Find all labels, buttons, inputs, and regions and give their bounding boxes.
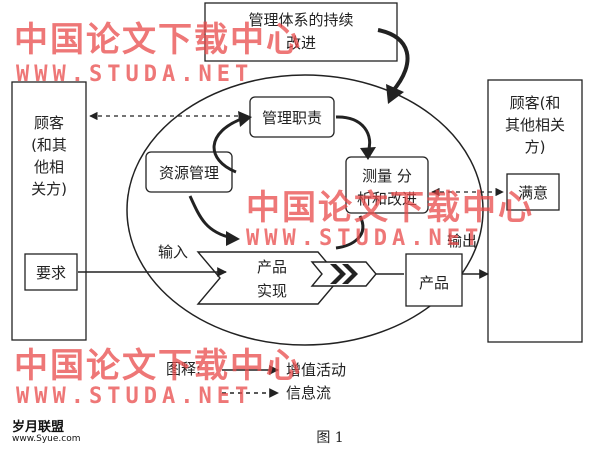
watermark-cn-top: 中国论文下载中心 bbox=[14, 20, 302, 60]
satisfaction-label: 满意 bbox=[518, 184, 548, 202]
product-realization-line1: 产品 bbox=[257, 258, 287, 276]
resource-mgmt-label: 资源管理 bbox=[159, 164, 219, 182]
product-realization-line2: 实现 bbox=[257, 282, 287, 300]
legend-title: 图释: bbox=[166, 360, 201, 378]
product-label: 产品 bbox=[419, 274, 449, 292]
measurement-line2: 析和改进 bbox=[357, 190, 417, 208]
satisfaction-box bbox=[506, 173, 560, 211]
customer-left-line2: (和其 bbox=[31, 136, 67, 154]
watermark-url-middle: WWW.STUDA.NET bbox=[246, 226, 484, 251]
continual-improvement-box bbox=[204, 2, 398, 62]
customer-left-line4: 关方) bbox=[31, 180, 67, 198]
customer-left-line1: 顾客 bbox=[34, 114, 64, 132]
watermark-footer-url: www.Syue.com bbox=[12, 434, 81, 444]
legend-value-added-label: 增值活动 bbox=[286, 361, 346, 379]
customer-right-box bbox=[487, 79, 583, 343]
continual-improvement-line2: 改进 bbox=[286, 34, 316, 52]
mgmt-responsibility-label: 管理职责 bbox=[262, 109, 322, 127]
customer-right-line1: 顾客(和 bbox=[510, 94, 561, 112]
watermark-cn-middle: 中国论文下载中心 bbox=[246, 188, 534, 228]
continual-improvement-line1: 管理体系的持续 bbox=[248, 11, 353, 29]
input-label: 输入 bbox=[158, 243, 188, 261]
measurement-line1: 测量 分 bbox=[362, 167, 412, 185]
watermark-url-bottom: WWW.STUDA.NET bbox=[16, 384, 254, 409]
customer-right-line3: 方) bbox=[525, 138, 546, 156]
watermark-cn-bottom: 中国论文下载中心 bbox=[14, 346, 302, 386]
figure-caption: 图 1 bbox=[316, 430, 343, 446]
improvement-swirl-arrowhead bbox=[386, 84, 404, 104]
swirl-resource-to-realization-head bbox=[226, 231, 240, 246]
watermark-url-top: WWW.STUDA.NET bbox=[16, 62, 254, 87]
swirl-measurement-to-realization bbox=[335, 215, 365, 250]
resource-mgmt-box bbox=[145, 151, 233, 193]
swirl-resource-to-mgmt bbox=[212, 116, 245, 174]
process-ellipse bbox=[126, 74, 484, 346]
swirl-resource-to-realization bbox=[188, 195, 233, 240]
customer-right-line2: 其他相关 bbox=[505, 116, 565, 134]
watermark-footer-cn: 岁月联盟 bbox=[12, 420, 65, 435]
improvement-swirl-arrow bbox=[377, 28, 410, 94]
value-added-chevron-1 bbox=[330, 264, 346, 284]
customer-left-line3: 他相 bbox=[34, 158, 64, 176]
swirl-mgmt-to-measurement bbox=[335, 115, 372, 153]
swirl-mgmt-to-measurement-head bbox=[360, 147, 376, 160]
customer-left-box bbox=[11, 81, 87, 341]
legend-info-flow-label: 信息流 bbox=[286, 384, 331, 402]
value-added-chevron-2 bbox=[342, 264, 358, 284]
measurement-box bbox=[345, 156, 429, 214]
output-label: 输出 bbox=[447, 232, 477, 250]
product-box bbox=[405, 253, 463, 307]
product-realization-shape bbox=[196, 251, 341, 305]
requirements-box bbox=[24, 253, 78, 291]
requirements-label: 要求 bbox=[36, 264, 66, 282]
